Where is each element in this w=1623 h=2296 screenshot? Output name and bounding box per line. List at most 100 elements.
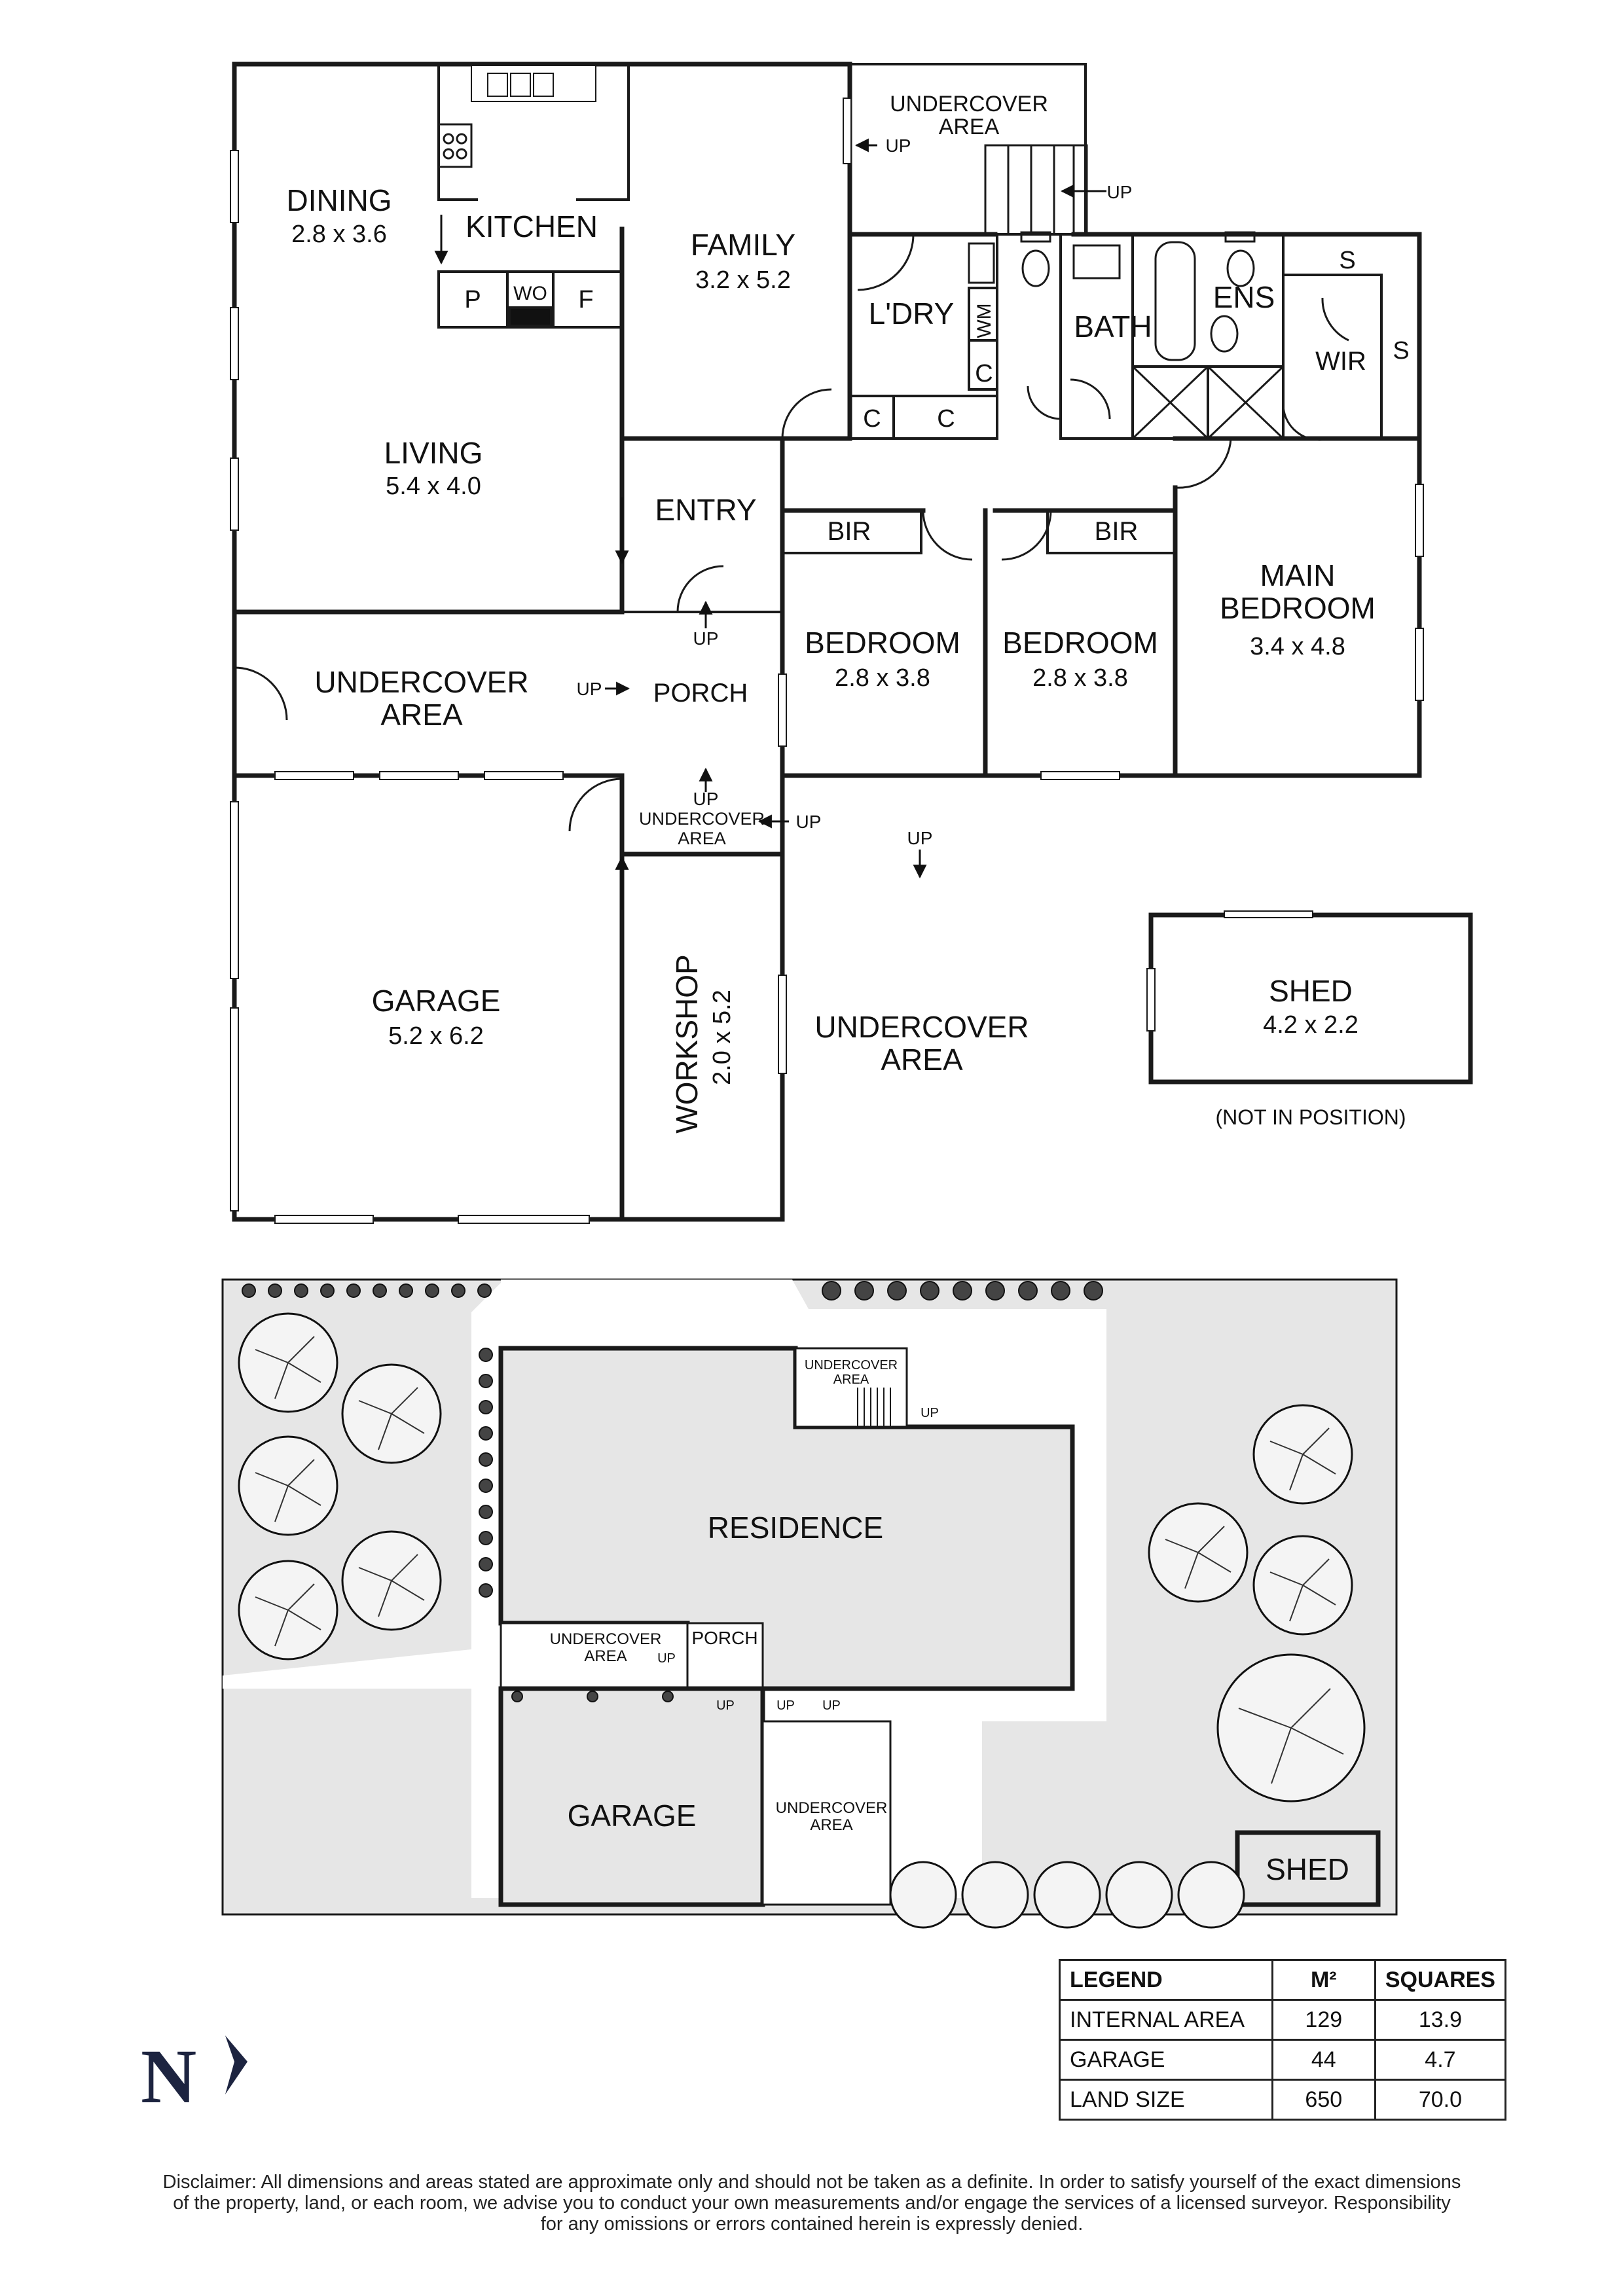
garage-label: GARAGE (372, 984, 501, 1018)
disclaimer-line: of the property, land, or each room, we … (173, 2193, 1451, 2214)
undercover-small-l2: AREA (678, 829, 726, 848)
undercover-right-l2: AREA (881, 1043, 963, 1077)
site-shed (1235, 1830, 1381, 1907)
up-label: UP (776, 1698, 795, 1713)
north-marker: N (141, 2034, 197, 2119)
bir1-label: BIR (828, 517, 871, 546)
bedroom1-label: BEDROOM (805, 626, 960, 660)
site-undercover-top-l1: UNDERCOVER (805, 1358, 898, 1372)
up-label: UP (907, 828, 933, 848)
disclaimer: Disclaimer: All dimensions and areas sta… (59, 2172, 1565, 2234)
up-label: UP (886, 135, 911, 156)
wir-label: WIR (1315, 347, 1366, 376)
fridge-label: F (578, 286, 593, 314)
wo-label: WO (513, 283, 547, 304)
site-undercover-top-l2: AREA (833, 1372, 869, 1387)
up-labels: UP UP UP UP UP UP UP (577, 135, 1133, 848)
living-dim: 5.4 x 4.0 (386, 473, 481, 500)
shed-note: (NOT IN POSITION) (1216, 1105, 1406, 1129)
legend-m2: 650 (1271, 2079, 1376, 2121)
wm-label: WM (974, 303, 995, 338)
undercover-left-l2: AREA (380, 698, 463, 732)
site-shed-label: SHED (1266, 1852, 1349, 1886)
laundry-label: L'DRY (869, 296, 955, 331)
c2-label: C (863, 405, 881, 433)
garage-dim: 5.2 x 6.2 (388, 1022, 484, 1050)
up-label: UP (693, 789, 719, 809)
bedroom2-dim: 2.8 x 3.8 (1032, 664, 1128, 692)
bir2-label: BIR (1095, 517, 1139, 546)
c3-label: C (937, 405, 955, 433)
floor-plan: DINING 2.8 x 3.6 KITCHEN FAMILY 3.2 x 5.… (221, 62, 1473, 1929)
up-label: UP (693, 628, 719, 649)
main-bedroom-l1: MAIN (1260, 558, 1336, 592)
up-label: UP (822, 1698, 841, 1713)
site-plan: RESIDENCE GARAGE SHED PORCH UNDERCOVER A… (221, 1278, 1398, 1929)
up-label: UP (796, 812, 822, 832)
up-label: UP (577, 679, 602, 699)
legend-table: LEGEND M² SQUARES INTERNAL AREA 129 13.9… (1059, 1959, 1507, 2121)
interior-walls (437, 63, 1383, 854)
site-porch-label: PORCH (691, 1628, 757, 1648)
family-label: FAMILY (691, 228, 795, 262)
tree-branches (255, 1336, 1344, 1784)
doors (234, 234, 1349, 832)
legend-label: LAND SIZE (1059, 2079, 1273, 2121)
pantry-label: P (464, 286, 481, 314)
fixtures (437, 123, 1285, 440)
up-arrows (434, 138, 1106, 910)
legend-header: SQUARES (1374, 1959, 1507, 2001)
legend-squares: 13.9 (1374, 1999, 1507, 2041)
living-label: LIVING (384, 436, 483, 470)
s2-label: S (1393, 337, 1409, 365)
bath-label: BATH (1074, 310, 1152, 344)
legend-header: LEGEND (1059, 1959, 1273, 2001)
site-undercover-left-l1: UNDERCOVER (550, 1630, 662, 1648)
legend-row: GARAGE 44 4.7 (1059, 2039, 1507, 2081)
legend-squares: 4.7 (1374, 2039, 1507, 2081)
site-undercover-right-l1: UNDERCOVER (776, 1799, 888, 1817)
undercover-top-l2: AREA (939, 115, 1000, 139)
site-undercover-right-l2: AREA (810, 1816, 852, 1834)
shed-label: SHED (1269, 974, 1353, 1008)
ens-label: ENS (1213, 280, 1275, 314)
stairs (984, 144, 1088, 236)
disclaimer-line: Disclaimer: All dimensions and areas sta… (162, 2172, 1461, 2193)
dining-dim: 2.8 x 3.6 (291, 221, 387, 248)
main-bedroom-l2: BEDROOM (1220, 591, 1376, 625)
hedge-dots (242, 1281, 1103, 1702)
workshop-label: WORKSHOP (670, 954, 704, 1133)
entry-label: ENTRY (655, 493, 756, 527)
bedroom1-dim: 2.8 x 3.8 (835, 664, 930, 692)
site-undercover-left-l2: AREA (584, 1647, 627, 1665)
undercover-left-l1: UNDERCOVER (314, 665, 528, 699)
undercover-right-l1: UNDERCOVER (814, 1010, 1029, 1044)
dining-label: DINING (287, 183, 392, 217)
legend-label: INTERNAL AREA (1059, 1999, 1273, 2041)
family-dim: 3.2 x 5.2 (695, 266, 791, 294)
kitchen-label: KITCHEN (465, 209, 598, 243)
site-garage-label: GARAGE (568, 1799, 697, 1833)
legend-squares: 70.0 (1374, 2079, 1507, 2121)
up-label: UP (716, 1698, 735, 1713)
north-arrow-icon (225, 2036, 247, 2094)
s1-label: S (1339, 247, 1355, 274)
windows (230, 65, 1424, 1224)
site-residence-label: RESIDENCE (708, 1511, 883, 1545)
undercover-top-l1: UNDERCOVER (890, 92, 1048, 117)
disclaimer-line: for any omissions or errors contained he… (540, 2214, 1084, 2234)
legend-label: GARAGE (1059, 2039, 1273, 2081)
legend-row: INTERNAL AREA 129 13.9 (1059, 1999, 1507, 2041)
legend-row: LAND SIZE 650 70.0 (1059, 2079, 1507, 2121)
legend-header-row: LEGEND M² SQUARES (1059, 1959, 1507, 2001)
room-labels: DINING 2.8 x 3.6 KITCHEN FAMILY 3.2 x 5.… (287, 92, 1410, 1134)
legend-m2: 44 (1271, 2039, 1376, 2081)
bedroom2-label: BEDROOM (1002, 626, 1158, 660)
c1-label: C (975, 360, 993, 387)
main-bedroom-dim: 3.4 x 4.8 (1250, 633, 1345, 660)
shed-dim: 4.2 x 2.2 (1263, 1011, 1359, 1039)
up-label: UP (921, 1406, 939, 1420)
up-label: UP (1107, 182, 1133, 202)
legend-header: M² (1271, 1959, 1376, 2001)
porch-label: PORCH (653, 679, 748, 708)
